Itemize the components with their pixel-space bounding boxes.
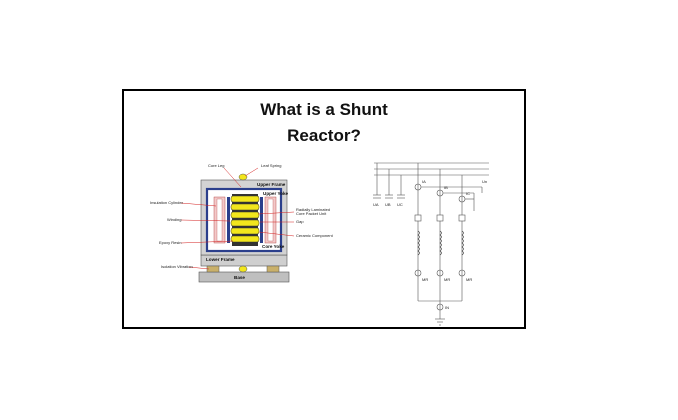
callout-lines (180, 167, 295, 270)
label-ub: UB (385, 202, 391, 207)
label-lower-frame: Lower Frame (206, 257, 235, 262)
label-base: Base (234, 275, 245, 280)
label-ia: IA (422, 179, 426, 184)
title-line-2: Reactor? (287, 126, 361, 145)
label-epoxy-resin: Epoxy Resin (159, 240, 181, 245)
winding-stack (230, 195, 260, 243)
label-mr-b: MR (444, 277, 450, 282)
label-insulation-cylinder: Insulation Cylinder (150, 200, 184, 205)
diagrams-canvas: Base Lower Frame Upper Frame Upper Yoke … (150, 162, 489, 326)
circuit-schematic (373, 162, 489, 326)
label-in: IN (445, 305, 449, 310)
reactor-construction-diagram: Base Lower Frame Upper Frame Upper Yoke … (150, 163, 334, 283)
label-ib: IB (444, 185, 448, 190)
label-upper-yoke: Upper Yoke (263, 191, 289, 196)
label-winding: Winding (167, 217, 181, 222)
label-gap: Gap (296, 219, 304, 224)
leaf-spring-bottom (238, 265, 248, 273)
label-core-leg: Core Leg (208, 163, 224, 168)
page-title: What is a Shunt Reactor? (124, 97, 524, 149)
label-upper-frame: Upper Frame (257, 182, 286, 187)
isolator-right (266, 265, 280, 273)
label-leaf-spring: Leaf Spring (261, 163, 281, 168)
label-radially-laminated-1: Radially Laminated (296, 207, 330, 212)
label-ceramic-component: Ceramic Component (296, 233, 334, 238)
label-uc: UC (397, 202, 403, 207)
label-mr-c: MR (466, 277, 472, 282)
label-ic: IC (466, 191, 470, 196)
label-mr-a: MR (422, 277, 428, 282)
label-core-yoke: Core Yoke (262, 244, 285, 249)
figure-frame: What is a Shunt Reactor? Base Lower Fram… (122, 89, 526, 329)
label-un: Un (482, 179, 487, 184)
title-line-1: What is a Shunt (260, 100, 388, 119)
label-isolation-vibration: Isolation Vibration (161, 264, 193, 269)
circuit-labels: UA UB UC IA IB IC Un MR MR MR IN (373, 179, 487, 310)
label-ua: UA (373, 202, 379, 207)
leaf-spring-top (238, 173, 248, 181)
label-radially-laminated-2: Core Packet Unit (296, 211, 327, 216)
